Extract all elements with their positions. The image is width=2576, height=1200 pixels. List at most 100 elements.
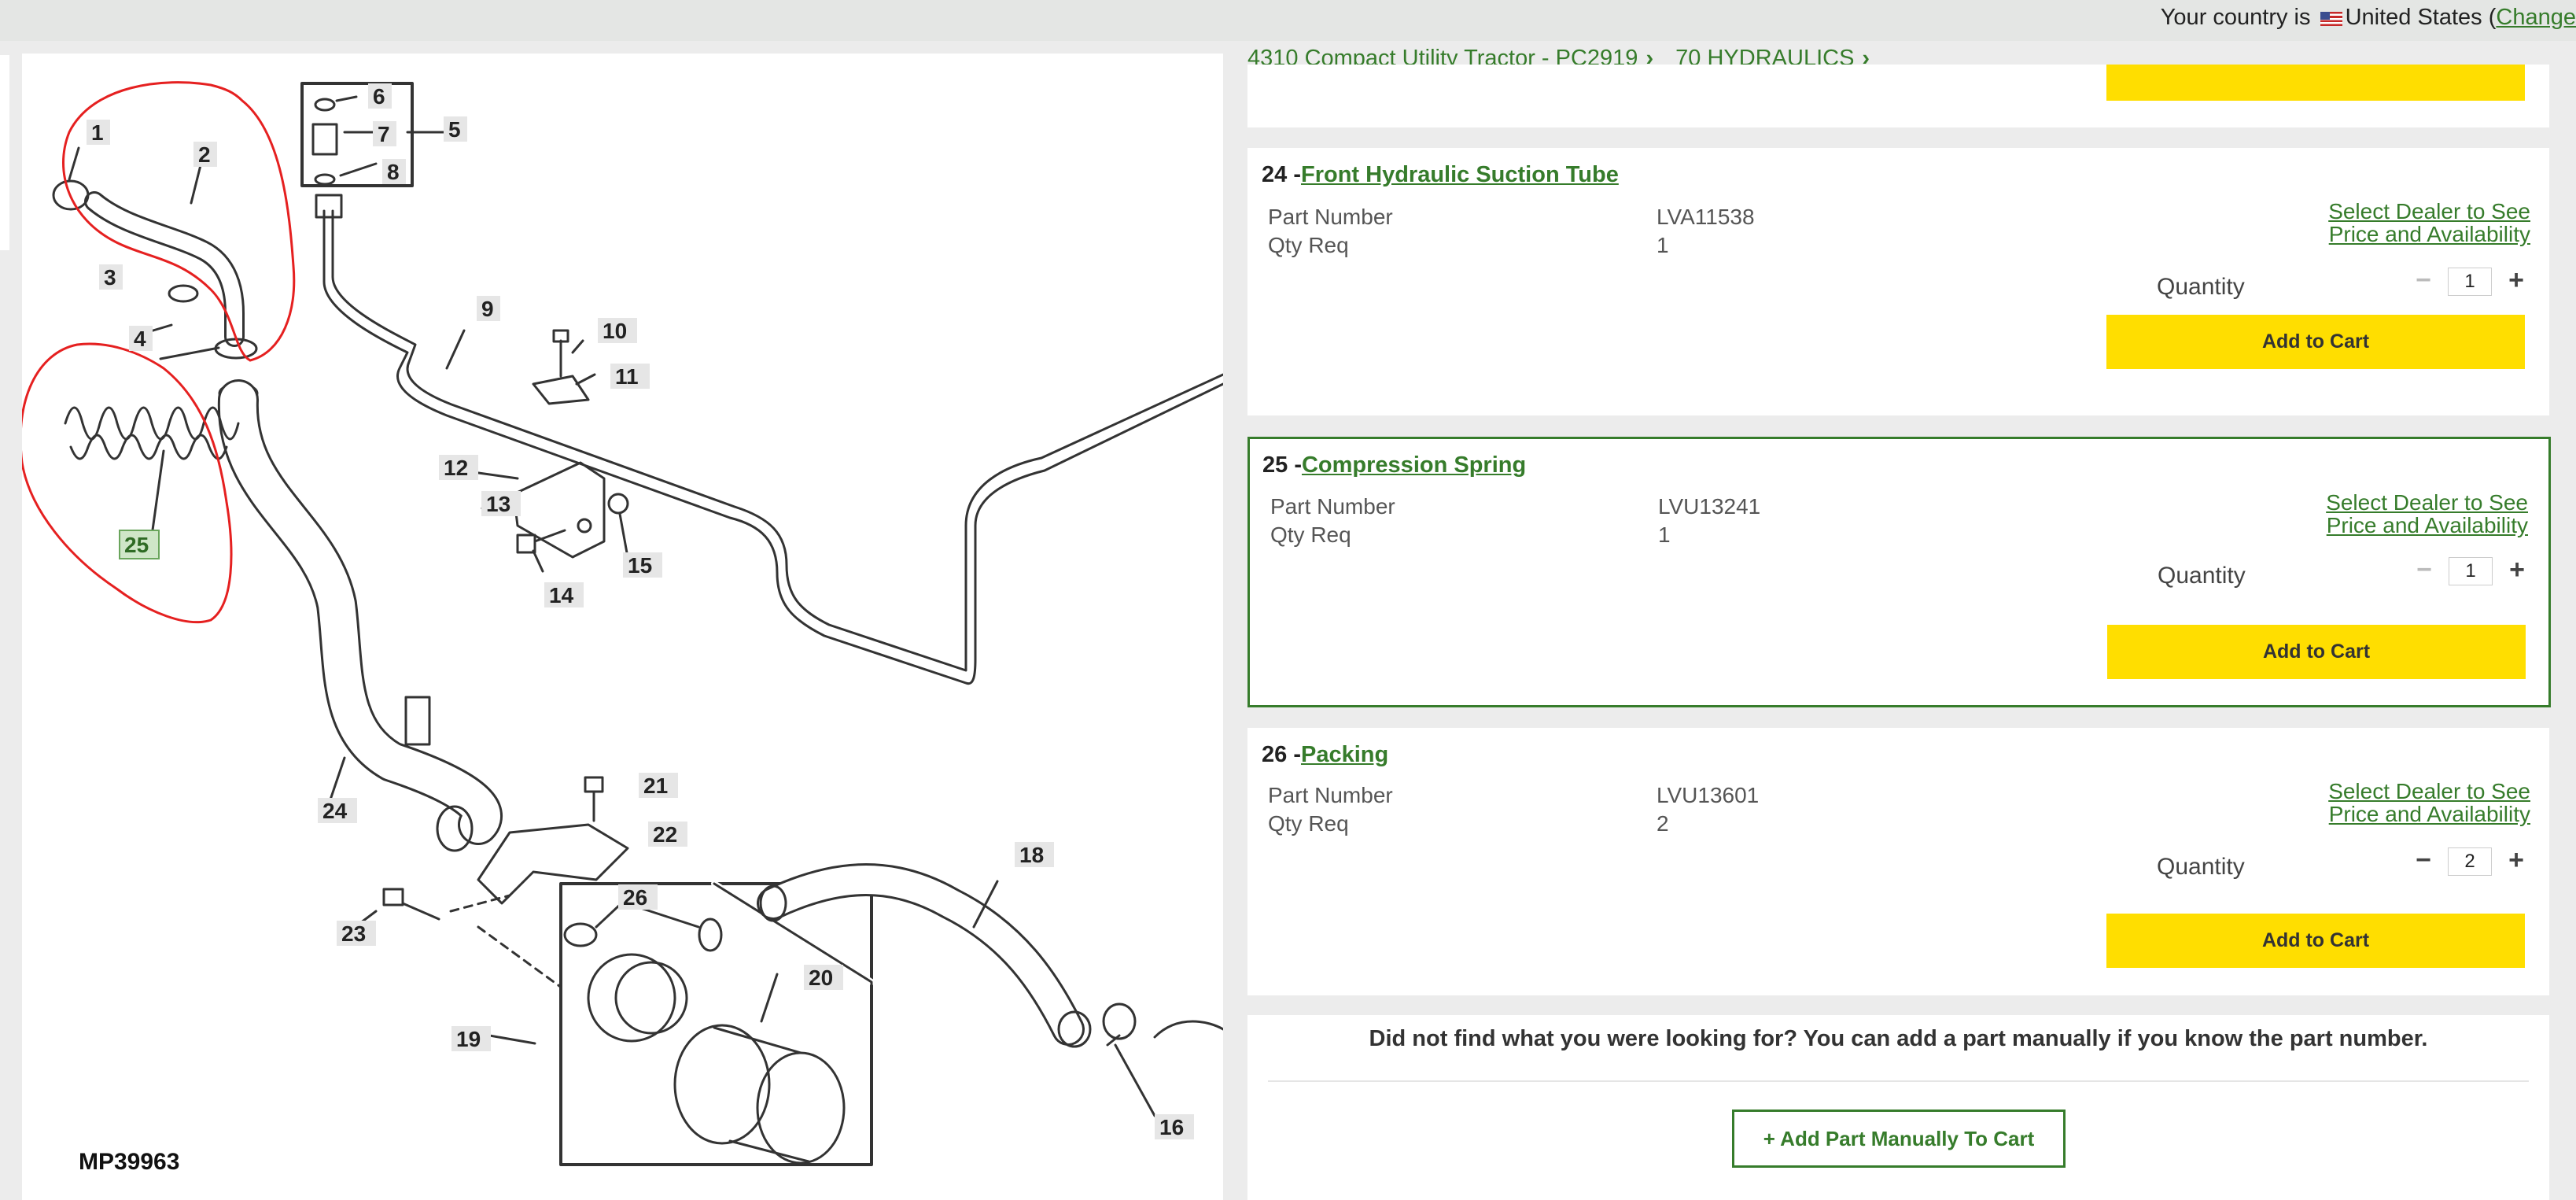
part-number-value: LVA11538 xyxy=(1657,205,1755,229)
svg-text:7: 7 xyxy=(378,122,390,146)
part-title: 26 -Packing xyxy=(1262,742,1388,768)
callout-5: 5 xyxy=(444,116,467,142)
quantity-input[interactable]: 2 xyxy=(2448,847,2492,876)
quantity-label: Quantity xyxy=(2157,854,2245,880)
part-card-26: 26 -Packing Part Number LVU13601 Qty Req… xyxy=(1247,728,2549,995)
minus-icon[interactable]: − xyxy=(2416,845,2431,875)
svg-text:26: 26 xyxy=(623,885,647,910)
part-card-25: 25 -Compression Spring Part Number LVU13… xyxy=(1247,437,2551,707)
chevron-right-icon: › xyxy=(1862,46,1870,71)
dealer-line-1: Select Dealer to See xyxy=(2326,490,2528,515)
callout-6: 6 xyxy=(368,83,392,109)
svg-text:21: 21 xyxy=(643,774,668,798)
plus-icon[interactable]: + xyxy=(2508,265,2524,295)
chevron-right-icon: › xyxy=(1645,46,1654,71)
svg-text:1: 1 xyxy=(91,120,104,145)
svg-text:8: 8 xyxy=(387,160,400,184)
svg-text:14: 14 xyxy=(549,583,574,607)
add-to-cart-button[interactable]: Add to Cart xyxy=(2107,625,2526,679)
svg-text:20: 20 xyxy=(809,966,833,990)
svg-text:16: 16 xyxy=(1159,1115,1184,1139)
add-to-cart-button[interactable]: Add to Cart xyxy=(2106,914,2525,968)
change-country-link[interactable]: Change xyxy=(2496,5,2576,30)
country-selector: Your country is United States (Change xyxy=(2161,5,2576,31)
callout-15: 15 xyxy=(623,552,662,578)
callout-14: 14 xyxy=(544,582,584,607)
svg-text:13: 13 xyxy=(486,492,510,516)
plus-icon[interactable]: + xyxy=(2508,845,2524,875)
callout-3: 3 xyxy=(99,264,123,290)
dealer-line-2: Price and Availability xyxy=(2328,222,2530,246)
qty-req-value: 2 xyxy=(1657,811,1669,836)
callout-12: 12 xyxy=(439,455,478,480)
part-number-label: Part Number xyxy=(1270,494,1395,519)
svg-text:22: 22 xyxy=(653,822,677,847)
qty-req-label: Qty Req xyxy=(1268,811,1349,836)
qty-req-label: Qty Req xyxy=(1270,522,1351,547)
svg-text:4: 4 xyxy=(134,327,146,351)
quantity-stepper: − 2 + xyxy=(2408,844,2531,877)
dealer-line-1: Select Dealer to See xyxy=(2328,779,2530,803)
svg-text:5: 5 xyxy=(448,117,461,142)
left-edge-panel xyxy=(0,55,9,250)
figure-id: MP39963 xyxy=(79,1149,179,1175)
plus-icon[interactable]: + xyxy=(2509,555,2525,585)
part-number-label: Part Number xyxy=(1268,205,1393,229)
part-name-link[interactable]: Compression Spring xyxy=(1301,452,1527,478)
callout-7: 7 xyxy=(373,121,396,146)
part-name-link[interactable]: Packing xyxy=(1300,742,1389,767)
quantity-input[interactable]: 1 xyxy=(2449,557,2493,585)
part-number-value: LVU13601 xyxy=(1657,783,1760,807)
callout-18: 18 xyxy=(1015,842,1054,867)
svg-text:25: 25 xyxy=(124,533,149,557)
callout-4: 4 xyxy=(129,326,153,351)
minus-icon[interactable]: − xyxy=(2416,265,2431,295)
callout-21: 21 xyxy=(639,773,678,798)
quantity-label: Quantity xyxy=(2157,274,2245,300)
part-number-label: Part Number xyxy=(1268,783,1393,807)
callout-9: 9 xyxy=(477,296,500,321)
dealer-line-2: Price and Availability xyxy=(2326,513,2528,537)
svg-text:18: 18 xyxy=(1019,843,1044,867)
add-to-cart-button[interactable]: Add to Cart xyxy=(2106,315,2525,369)
callout-11: 11 xyxy=(610,364,650,389)
quantity-input[interactable]: 1 xyxy=(2448,268,2492,296)
divider xyxy=(1268,1080,2529,1082)
qty-req-value: 1 xyxy=(1658,522,1671,547)
svg-text:3: 3 xyxy=(104,265,116,290)
dealer-line-1: Select Dealer to See xyxy=(2328,199,2530,223)
add-to-cart-button-partial[interactable] xyxy=(2106,65,2525,101)
callout-8: 8 xyxy=(382,159,406,184)
callout-20: 20 xyxy=(804,965,843,990)
callout-1: 1 xyxy=(87,120,110,145)
callout-13: 13 xyxy=(481,491,521,516)
callout-22: 22 xyxy=(648,822,687,847)
part-name-link[interactable]: Front Hydraulic Suction Tube xyxy=(1300,162,1619,187)
diagram-drawing: 1 2 3 4 5 6 7 8 9 10 11 12 13 14 15 16 1… xyxy=(22,81,1223,1175)
quantity-stepper: − 1 + xyxy=(2409,554,2532,587)
part-title: 24 -Front Hydraulic Suction Tube xyxy=(1262,162,1619,188)
callout-19: 19 xyxy=(451,1026,491,1051)
not-found-message: Did not find what you were looking for? … xyxy=(1369,1026,2428,1051)
part-number-value: LVU13241 xyxy=(1658,494,1761,519)
part-index: 25 - xyxy=(1262,452,1302,478)
svg-text:19: 19 xyxy=(456,1027,481,1051)
minus-icon[interactable]: − xyxy=(2416,555,2432,585)
callout-25: 25 xyxy=(119,530,160,559)
callout-16: 16 xyxy=(1155,1114,1194,1139)
dealer-line-2: Price and Availability xyxy=(2328,802,2530,826)
svg-text:9: 9 xyxy=(481,297,494,321)
svg-text:11: 11 xyxy=(615,364,639,389)
svg-text:10: 10 xyxy=(603,319,627,343)
svg-text:23: 23 xyxy=(341,921,366,946)
callout-24: 24 xyxy=(318,798,357,823)
svg-text:6: 6 xyxy=(373,84,385,109)
add-part-manually-button[interactable]: + Add Part Manually To Cart xyxy=(1732,1110,2066,1168)
us-flag-icon xyxy=(2320,12,2342,26)
part-index: 24 - xyxy=(1262,162,1301,187)
country-prefix: Your country is xyxy=(2160,5,2311,30)
quantity-stepper: − 1 + xyxy=(2408,264,2531,297)
